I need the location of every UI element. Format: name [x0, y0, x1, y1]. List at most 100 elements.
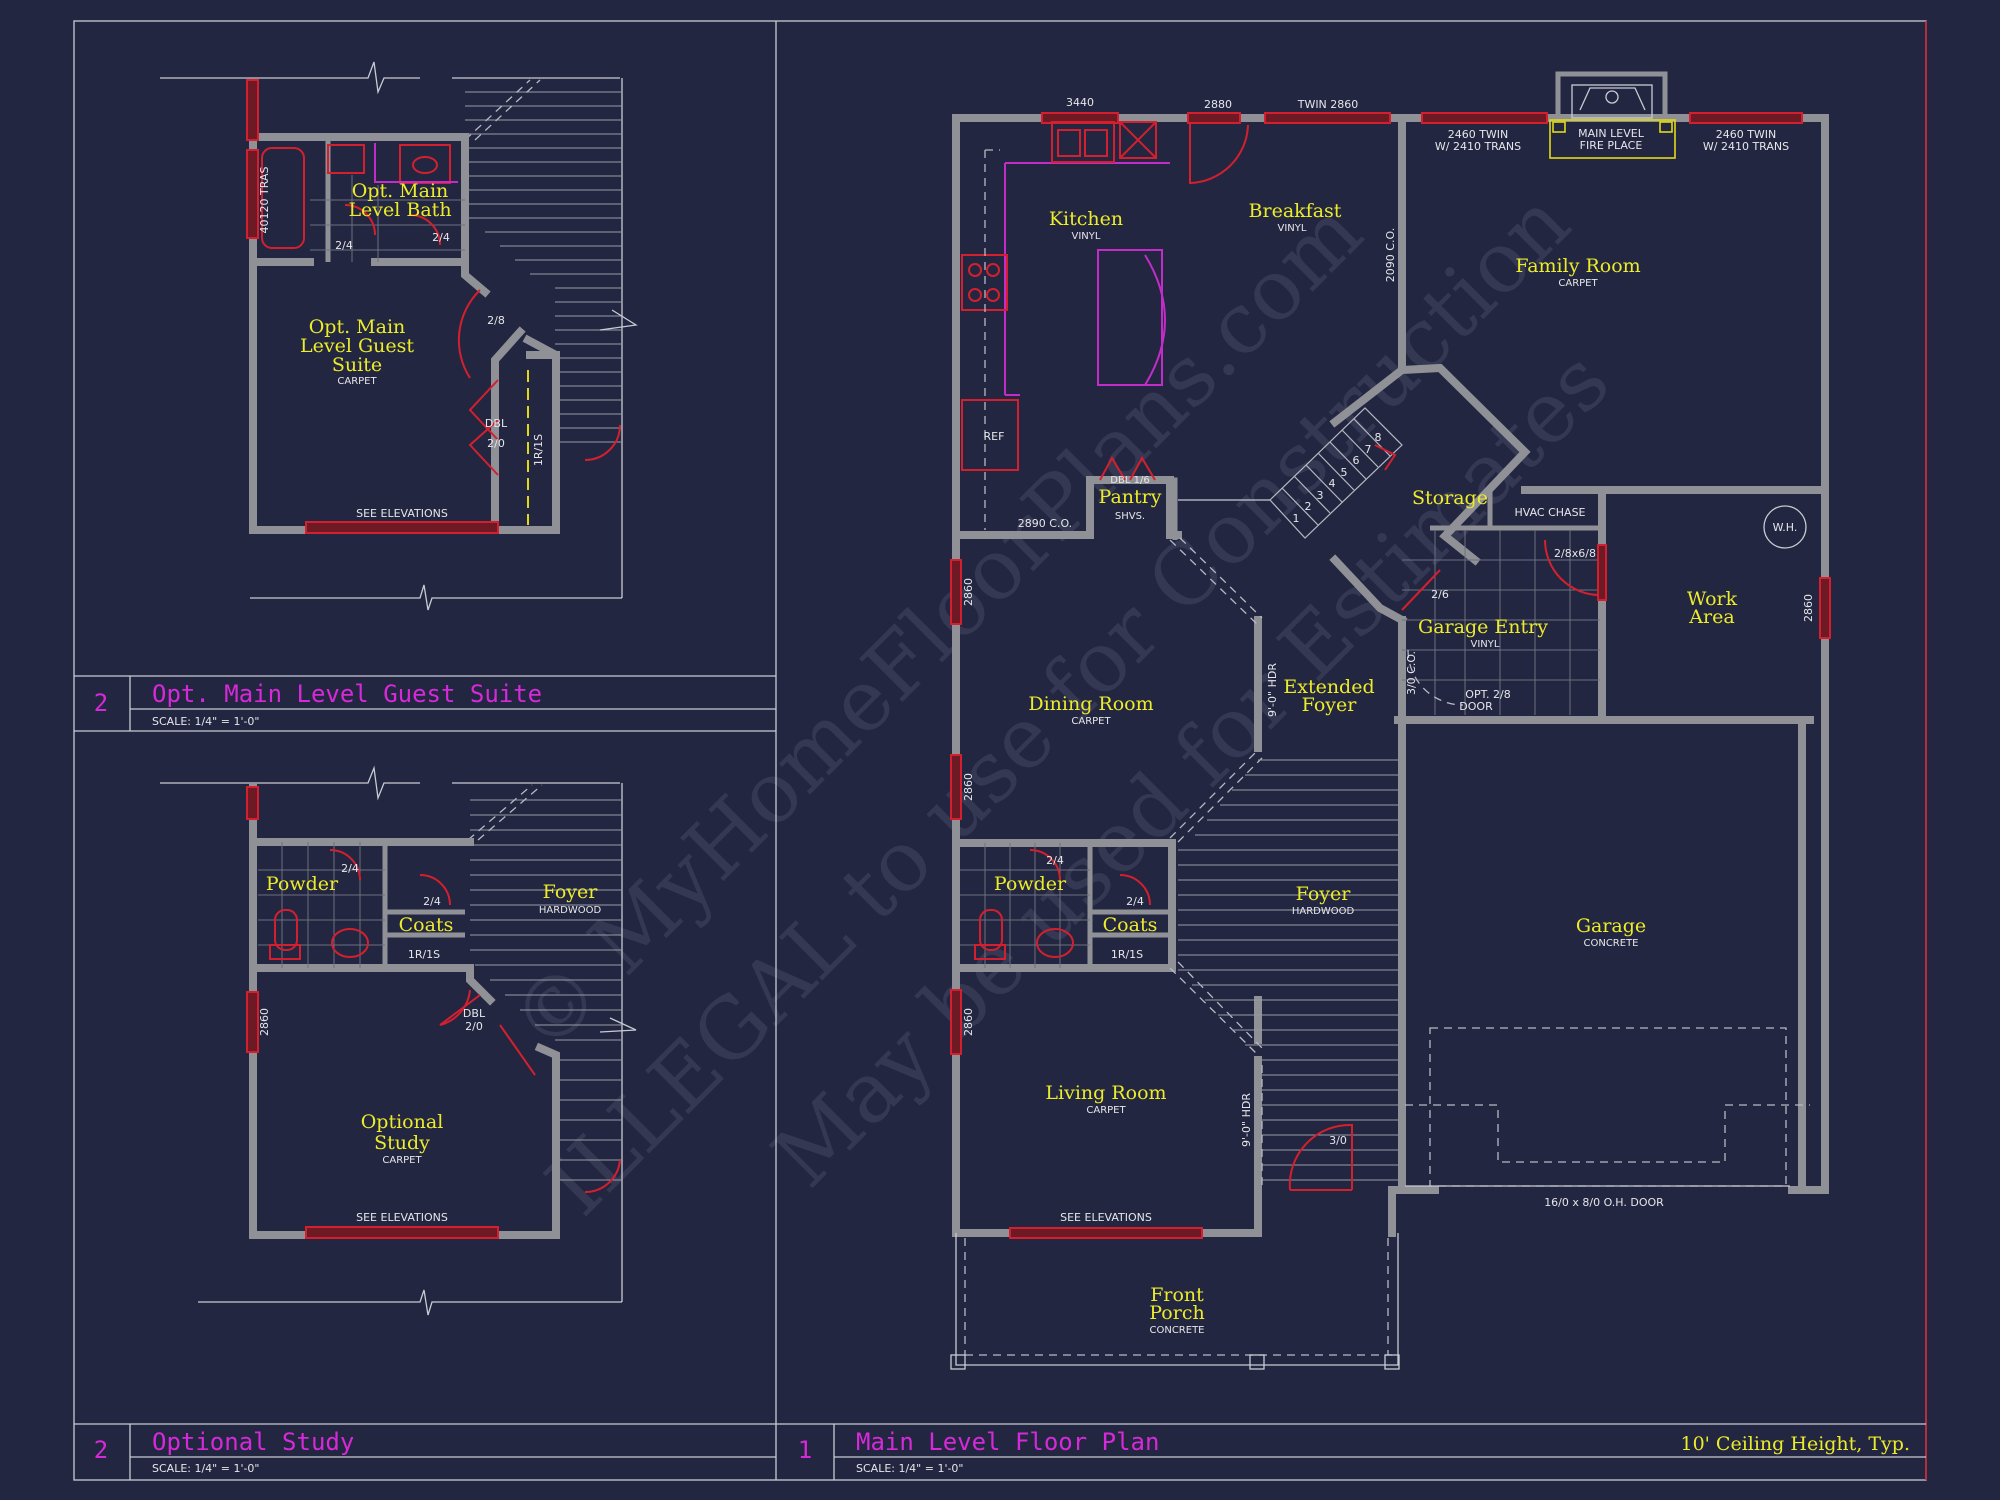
- main-level-plan: 3440 2880 TWIN 2860 2460 TWIN W/ 2410 TR…: [950, 71, 1831, 1370]
- study-plan: Powder Coats 1R/1S 2/4 2/4 Foyer HARDWOO…: [160, 765, 637, 1316]
- room-label-coats: Coats: [399, 914, 454, 936]
- room-label-study-2: Study: [374, 1132, 430, 1154]
- tub-label: 40120 TRAS: [258, 167, 271, 234]
- elevation-note: SEE ELEVATIONS: [1060, 1211, 1152, 1224]
- fireplace-label: MAIN LEVEL: [1578, 127, 1645, 140]
- overhead-door-label: 16/0 x 8/0 O.H. DOOR: [1544, 1196, 1664, 1209]
- room-label-extended-foyer-2: Foyer: [1302, 694, 1358, 716]
- room-label-coats-main: Coats: [1103, 914, 1158, 936]
- floor-finish: CARPET: [337, 376, 377, 387]
- floor-finish: VINYL: [1278, 223, 1307, 234]
- door-size: 2/4: [335, 239, 353, 252]
- detail-number: 1: [798, 1436, 812, 1464]
- room-label-extended-foyer: Extended: [1283, 676, 1374, 698]
- door-size: 2/4: [341, 862, 359, 875]
- room-label-foyer: Foyer: [543, 881, 599, 903]
- floor-finish: CARPET: [1086, 1105, 1126, 1116]
- opt-door: OPT. 2/8: [1465, 688, 1510, 701]
- detail-scale: SCALE: 1/4" = 1'-0": [152, 715, 260, 728]
- window-size: 2860: [962, 1008, 975, 1036]
- floor-finish: VINYL: [1072, 231, 1101, 242]
- door-size: 2/4: [423, 895, 441, 908]
- pantry-shelves: SHVS.: [1115, 511, 1145, 522]
- window-size: 2860: [258, 1008, 271, 1036]
- watermark-line-3: May be used for Estimates: [754, 332, 1628, 1206]
- elevation-note: SEE ELEVATIONS: [356, 1211, 448, 1224]
- floor-finish: HARDWOOD: [1292, 906, 1355, 917]
- fireplace-label-2: FIRE PLACE: [1580, 139, 1643, 152]
- room-label-powder-main: Powder: [994, 873, 1067, 895]
- room-label-suite-2: Level Guest: [300, 335, 414, 357]
- elevation-note: SEE ELEVATIONS: [356, 507, 448, 520]
- door-dbl: DBL: [485, 417, 508, 430]
- window-size: 2460 TWIN: [1448, 128, 1509, 141]
- header-note: 9'-0" HDR: [1266, 663, 1279, 717]
- door-size: 2/8x6/8: [1554, 547, 1596, 560]
- room-label-garage: Garage: [1576, 915, 1646, 937]
- room-label-suite-3: Suite: [332, 354, 382, 376]
- detail-title: Opt. Main Level Guest Suite: [152, 680, 542, 708]
- stair-number: 2: [1305, 500, 1312, 513]
- detail-number: 2: [94, 689, 108, 717]
- room-label-suite: Opt. Main: [309, 316, 406, 338]
- room-label-storage: Storage: [1412, 487, 1488, 509]
- title-block-main: 1 Main Level Floor Plan SCALE: 1/4" = 1'…: [798, 1428, 1910, 1475]
- door-dbl: DBL: [463, 1007, 486, 1020]
- watermark-line-1: © MyHomeFloorPlans.com: [492, 183, 1380, 1071]
- header-note: 9'-0" HDR: [1240, 1093, 1253, 1147]
- cased-opening: 2090 C.O.: [1384, 228, 1397, 282]
- detail-scale: SCALE: 1/4" = 1'-0": [856, 1462, 964, 1475]
- water-heater-label: W.H.: [1773, 521, 1798, 534]
- room-label-bath-2: Level Bath: [348, 199, 451, 221]
- room-label-breakfast: Breakfast: [1249, 200, 1342, 222]
- room-label-front-porch-2: Porch: [1149, 1302, 1204, 1324]
- window-size: 2860: [962, 773, 975, 801]
- title-block-study: 2 Optional Study SCALE: 1/4" = 1'-0": [94, 1428, 355, 1475]
- stair-number: 5: [1341, 466, 1348, 479]
- window-size: W/ 2410 TRANS: [1435, 140, 1521, 153]
- window-size: 2860: [1802, 594, 1815, 622]
- window-size: 2860: [962, 578, 975, 606]
- hatch-main-foyer: [1178, 759, 1398, 1181]
- stair-number: 6: [1353, 454, 1360, 467]
- shelf-label: 1R/1S: [532, 434, 545, 466]
- floor-finish: VINYL: [1471, 639, 1500, 650]
- window-size: 3440: [1066, 96, 1094, 109]
- shelf-label: 1R/1S: [1111, 948, 1143, 961]
- door-size: 2/0: [465, 1020, 483, 1033]
- pantry-door: DBL 1/6: [1110, 475, 1149, 486]
- room-label-foyer-main: Foyer: [1296, 883, 1352, 905]
- detail-title: Main Level Floor Plan: [856, 1428, 1159, 1456]
- room-label-work: Work: [1687, 588, 1738, 610]
- detail-scale: SCALE: 1/4" = 1'-0": [152, 1462, 260, 1475]
- floor-finish: CONCRETE: [1583, 938, 1638, 949]
- room-label-kitchen: Kitchen: [1049, 208, 1123, 230]
- window-size: W/ 2410 TRANS: [1703, 140, 1789, 153]
- detail-number: 2: [94, 1436, 108, 1464]
- ceiling-note: 10' Ceiling Height, Typ.: [1680, 1433, 1910, 1455]
- stair-number: 7: [1365, 443, 1372, 456]
- door-size: 3/0: [1329, 1134, 1347, 1147]
- fridge-label: REF: [984, 430, 1005, 443]
- door-size: 2/8: [487, 314, 505, 327]
- room-label-front-porch: Front: [1150, 1284, 1204, 1306]
- room-label-study: Optional: [361, 1111, 444, 1133]
- window-size: 2880: [1204, 98, 1232, 111]
- floor-finish: CARPET: [382, 1155, 422, 1166]
- window-size: 2460 TWIN: [1716, 128, 1777, 141]
- door-size: 2/4: [1126, 895, 1144, 908]
- hatch-foyer-study: [470, 799, 622, 1181]
- door-size: 2/4: [1046, 854, 1064, 867]
- cased-opening: 3/0 C.O.: [1405, 651, 1418, 695]
- sheet-frame: [73, 20, 1927, 1481]
- stair-number: 3: [1317, 489, 1324, 502]
- title-block-guest-suite: 2 Opt. Main Level Guest Suite SCALE: 1/4…: [94, 680, 542, 728]
- cased-opening: 2890 C.O.: [1018, 517, 1072, 530]
- door-size: 2/0: [487, 437, 505, 450]
- room-label-family: Family Room: [1515, 255, 1640, 277]
- door-size: 2/6: [1431, 588, 1449, 601]
- hatch-foyer: [465, 91, 622, 443]
- guest-suite-plan: Opt. Main Level Bath Opt. Main Level Gue…: [160, 61, 638, 611]
- floor-finish: CONCRETE: [1149, 1325, 1204, 1336]
- floor-finish: CARPET: [1558, 278, 1598, 289]
